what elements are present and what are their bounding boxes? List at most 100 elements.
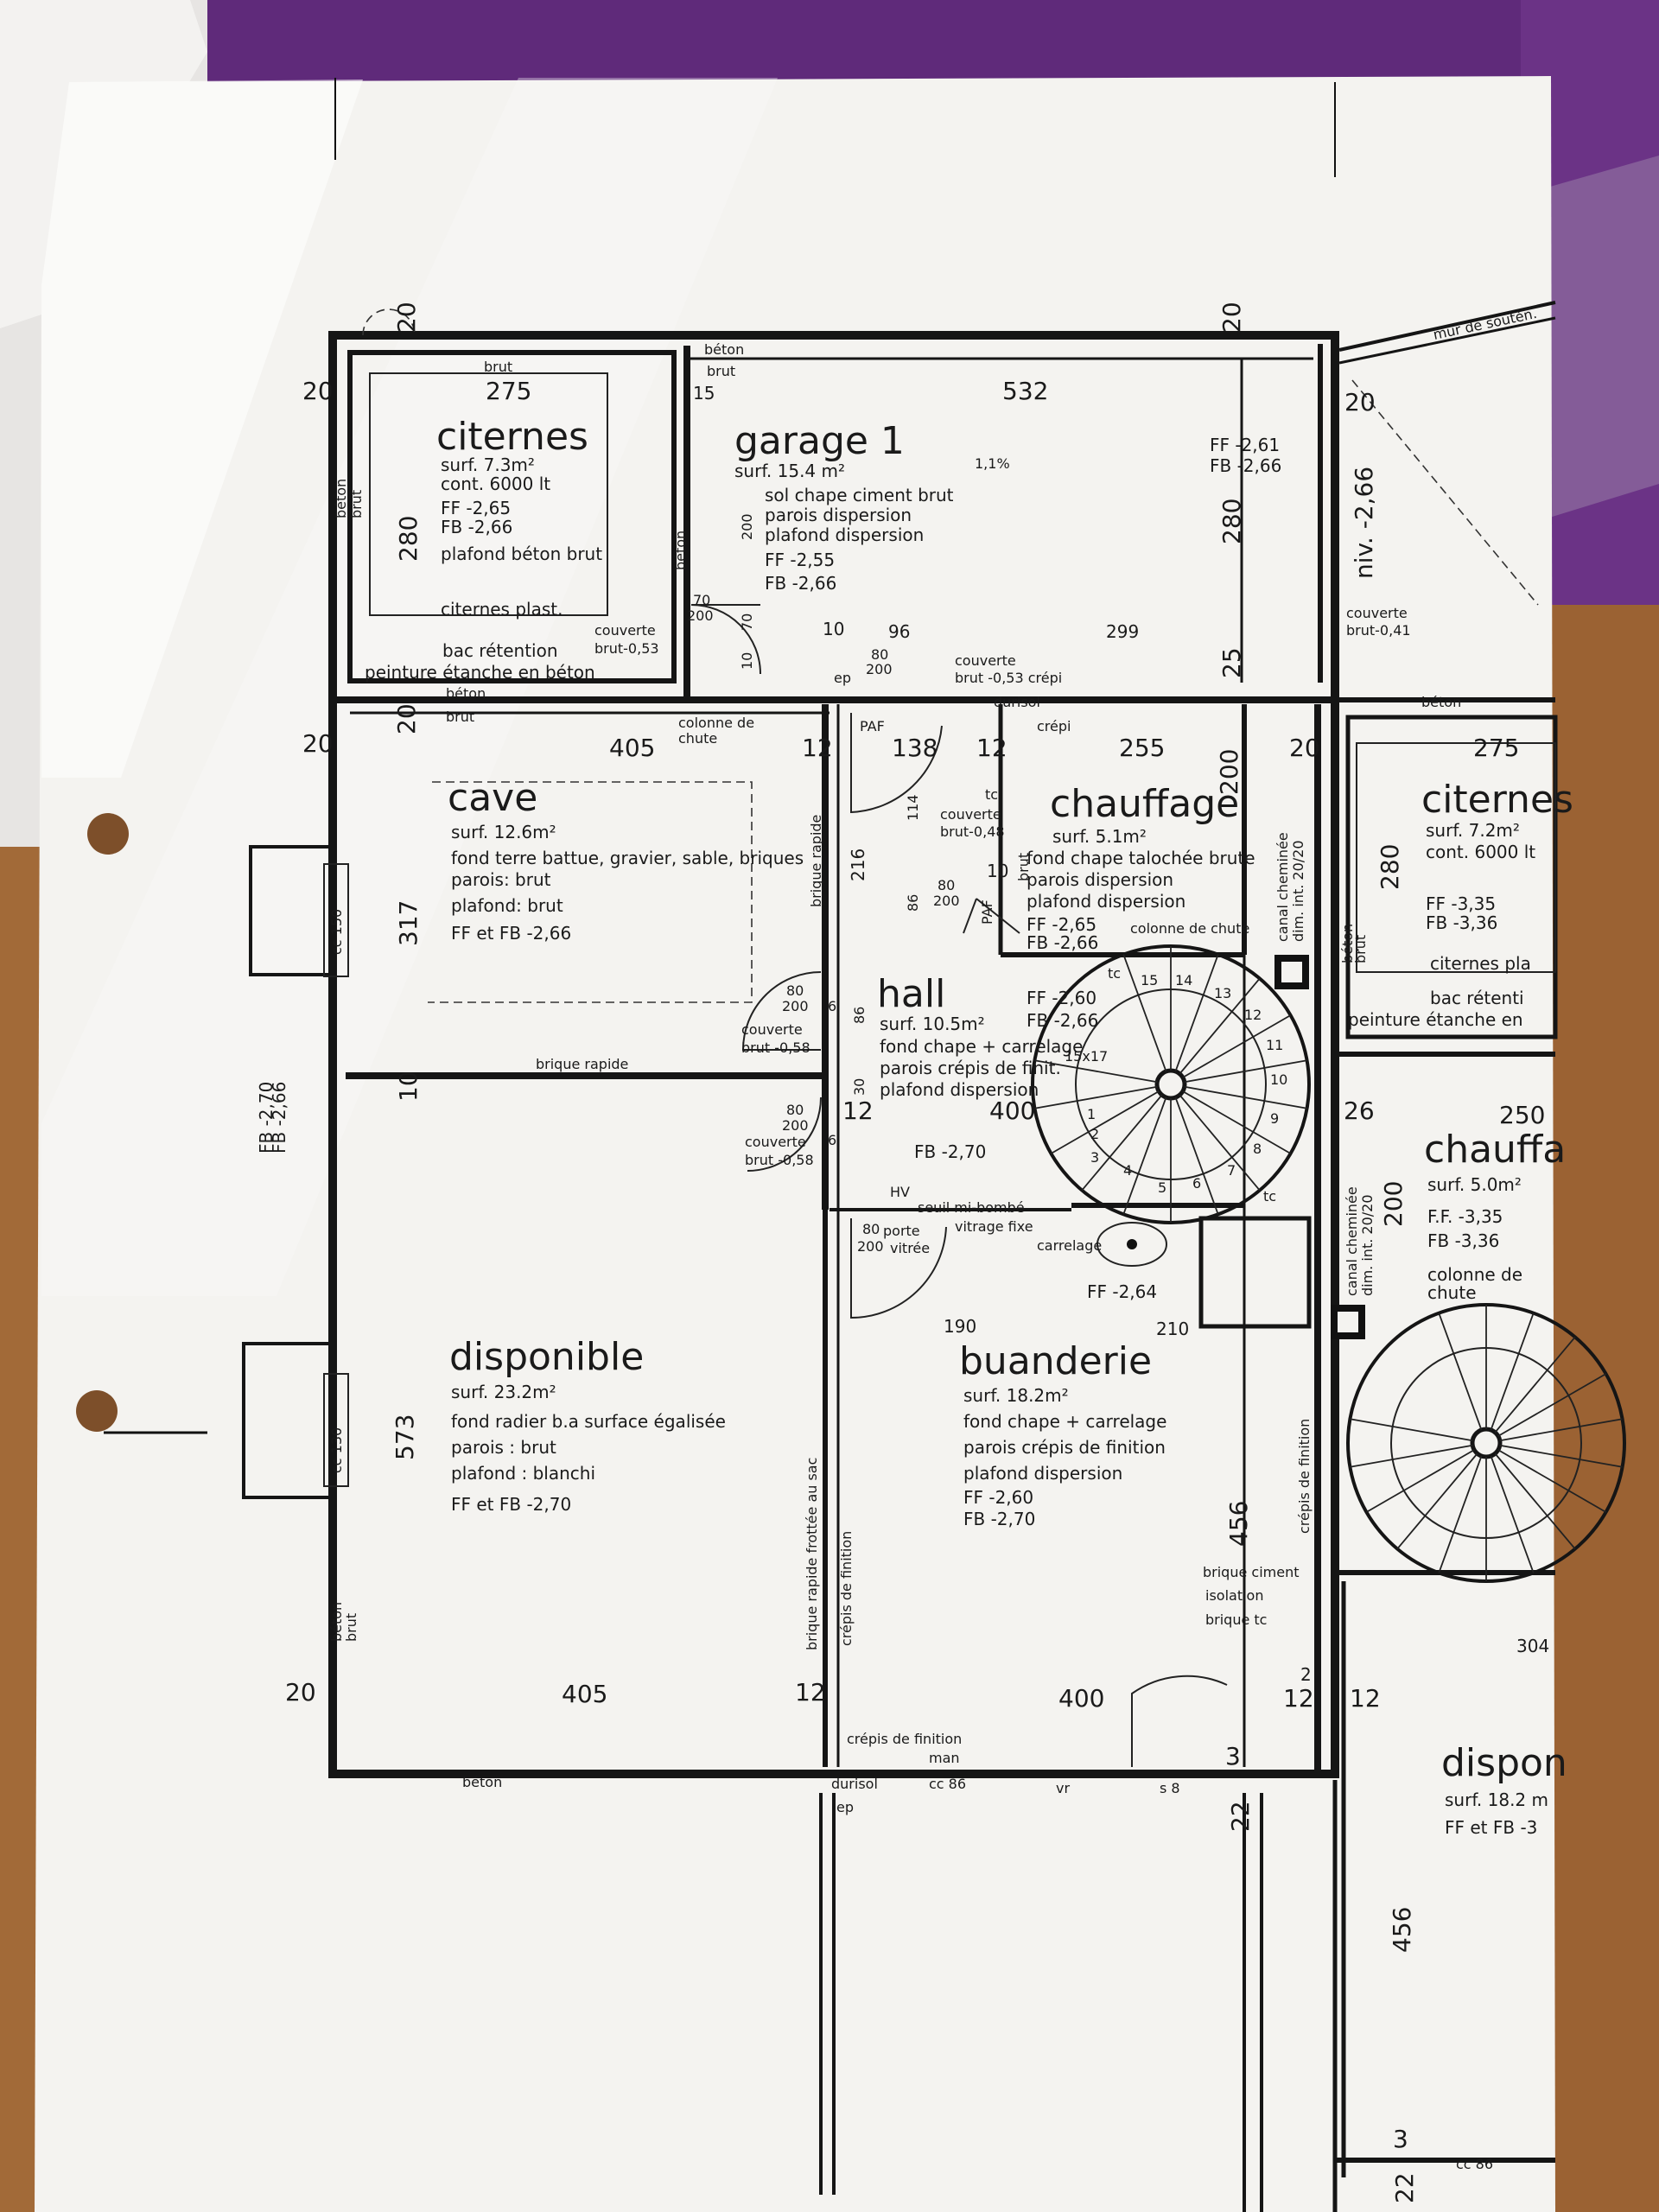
- svg-text:12: 12: [842, 1096, 874, 1125]
- svg-text:plafond : blanchi: plafond : blanchi: [451, 1463, 595, 1484]
- svg-text:carrelage: carrelage: [1037, 1237, 1102, 1254]
- svg-text:FB -2,66: FB -2,66: [1027, 932, 1098, 953]
- stair-step-line: [1396, 1452, 1478, 1550]
- svg-text:200: 200: [933, 893, 960, 909]
- svg-text:22: 22: [1390, 2172, 1419, 2203]
- svg-text:plafond dispersion: plafond dispersion: [1027, 891, 1185, 912]
- svg-text:26: 26: [1344, 1096, 1375, 1125]
- stair-step-1: 1: [1087, 1106, 1096, 1122]
- stair-step-line: [1034, 1085, 1158, 1109]
- stair-step-line: [1184, 1059, 1307, 1084]
- svg-text:275: 275: [486, 377, 531, 405]
- stair-step-10: 10: [1270, 1071, 1287, 1088]
- svg-text:brut: brut: [348, 490, 365, 518]
- svg-text:200: 200: [739, 513, 755, 540]
- svg-text:bac rétention: bac rétention: [442, 640, 558, 661]
- svg-text:20: 20: [1289, 734, 1320, 762]
- svg-text:dim. int. 20/20: dim. int. 20/20: [1359, 1195, 1376, 1297]
- svg-text:FF -2,61: FF -2,61: [1210, 435, 1280, 455]
- svg-text:vitrée: vitrée: [890, 1240, 930, 1256]
- svg-text:garage 1: garage 1: [734, 419, 905, 463]
- svg-text:s 8: s 8: [1160, 1780, 1180, 1796]
- svg-text:FB -2,66: FB -2,66: [269, 1082, 289, 1154]
- svg-text:80: 80: [786, 1102, 804, 1118]
- svg-text:1,1%: 1,1%: [975, 455, 1010, 472]
- svg-text:plafond béton brut: plafond béton brut: [441, 543, 602, 564]
- stair-step-line: [1365, 1449, 1475, 1513]
- svg-text:80: 80: [786, 982, 804, 999]
- svg-text:FB -2,70: FB -2,70: [963, 1509, 1035, 1529]
- svg-text:béton: béton: [333, 479, 349, 518]
- svg-text:200: 200: [866, 661, 893, 677]
- walls: [242, 301, 1558, 2212]
- svg-text:crépis de finition: crépis de finition: [847, 1731, 962, 1747]
- stair-step-line: [1034, 1059, 1158, 1084]
- svg-text:chauffage: chauffage: [1050, 782, 1239, 826]
- stair-step-9: 9: [1270, 1110, 1279, 1127]
- stair-step-line: [1438, 1455, 1483, 1573]
- svg-text:FB -3,36: FB -3,36: [1426, 912, 1497, 933]
- stair-step-line: [1182, 1014, 1292, 1078]
- svg-text:parois dispersion: parois dispersion: [1027, 869, 1173, 890]
- svg-text:456: 456: [1224, 1501, 1253, 1547]
- svg-text:10: 10: [987, 861, 1008, 881]
- svg-text:10: 10: [739, 652, 755, 670]
- stair-step-13: 13: [1214, 985, 1231, 1001]
- svg-text:brut -0,53 crépi: brut -0,53 crépi: [955, 670, 1062, 686]
- stair-step-11: 11: [1266, 1037, 1283, 1053]
- stair-step-2: 2: [1090, 1126, 1099, 1142]
- svg-text:cave: cave: [448, 776, 537, 820]
- svg-text:canal cheminée: canal cheminée: [1274, 832, 1291, 942]
- stair-step-line: [1490, 1313, 1535, 1431]
- svg-text:190: 190: [944, 1316, 976, 1337]
- stair-step-3: 3: [1090, 1149, 1099, 1166]
- svg-text:vr: vr: [1056, 1780, 1070, 1796]
- room-citernes-left: citernes surf. 7.3m² cont. 6000 lt FF -2…: [436, 415, 602, 620]
- stair-step-line: [1499, 1418, 1623, 1442]
- svg-text:250: 250: [1499, 1101, 1545, 1129]
- svg-text:tc: tc: [985, 786, 998, 803]
- svg-text:dispon: dispon: [1441, 1741, 1567, 1785]
- svg-text:brut: brut: [1015, 853, 1032, 881]
- svg-text:tc: tc: [1108, 965, 1121, 982]
- svg-text:mur de soutèn.: mur de soutèn.: [1432, 305, 1538, 343]
- svg-text:10: 10: [394, 1071, 423, 1102]
- chimney-blocks: [1096, 955, 1365, 1339]
- svg-text:2: 2: [1300, 1664, 1312, 1685]
- svg-text:70: 70: [739, 613, 755, 631]
- svg-text:F.F. -3,35: F.F. -3,35: [1427, 1206, 1503, 1227]
- svg-text:20: 20: [285, 1678, 316, 1707]
- room-buanderie: buanderie surf. 18.2m² fond chape + carr…: [959, 1339, 1166, 1529]
- svg-text:400: 400: [1058, 1684, 1104, 1713]
- svg-text:vitrage fixe: vitrage fixe: [955, 1218, 1033, 1235]
- svg-text:cont. 6000 lt: cont. 6000 lt: [441, 474, 550, 494]
- stair-step-line: [1494, 1336, 1576, 1433]
- room-disponible-right: dispon surf. 18.2 m FF et FB -3: [1441, 1741, 1567, 1838]
- svg-text:brut: brut: [1352, 935, 1369, 963]
- svg-text:96: 96: [888, 621, 910, 642]
- stair-step-12: 12: [1244, 1007, 1262, 1023]
- svg-text:275: 275: [1473, 734, 1519, 762]
- svg-text:FB -2,66: FB -2,66: [1027, 1010, 1098, 1031]
- svg-text:cc 130: cc 130: [328, 1427, 345, 1473]
- svg-text:seuil mi-bombé: seuil mi-bombé: [918, 1199, 1025, 1216]
- svg-text:sol chape ciment brut: sol chape ciment brut: [765, 485, 954, 505]
- svg-text:FF -2,55: FF -2,55: [765, 550, 835, 570]
- svg-text:citernes: citernes: [1421, 778, 1573, 822]
- svg-text:25: 25: [1217, 647, 1246, 678]
- svg-text:30: 30: [851, 1078, 868, 1096]
- svg-text:peinture étanche en béton: peinture étanche en béton: [365, 662, 595, 683]
- svg-text:surf. 5.1m²: surf. 5.1m²: [1052, 826, 1147, 847]
- svg-text:PAF: PAF: [860, 718, 885, 734]
- svg-text:plafond dispersion: plafond dispersion: [963, 1463, 1122, 1484]
- svg-text:10: 10: [823, 619, 844, 639]
- svg-text:20: 20: [302, 377, 334, 405]
- stair-step-4: 4: [1123, 1162, 1132, 1179]
- svg-text:surf. 10.5m²: surf. 10.5m²: [880, 1014, 985, 1034]
- svg-text:colonne de: colonne de: [678, 715, 754, 731]
- svg-text:chute: chute: [1427, 1282, 1477, 1303]
- svg-text:6: 6: [828, 998, 836, 1014]
- stair-step-line: [1122, 1096, 1167, 1215]
